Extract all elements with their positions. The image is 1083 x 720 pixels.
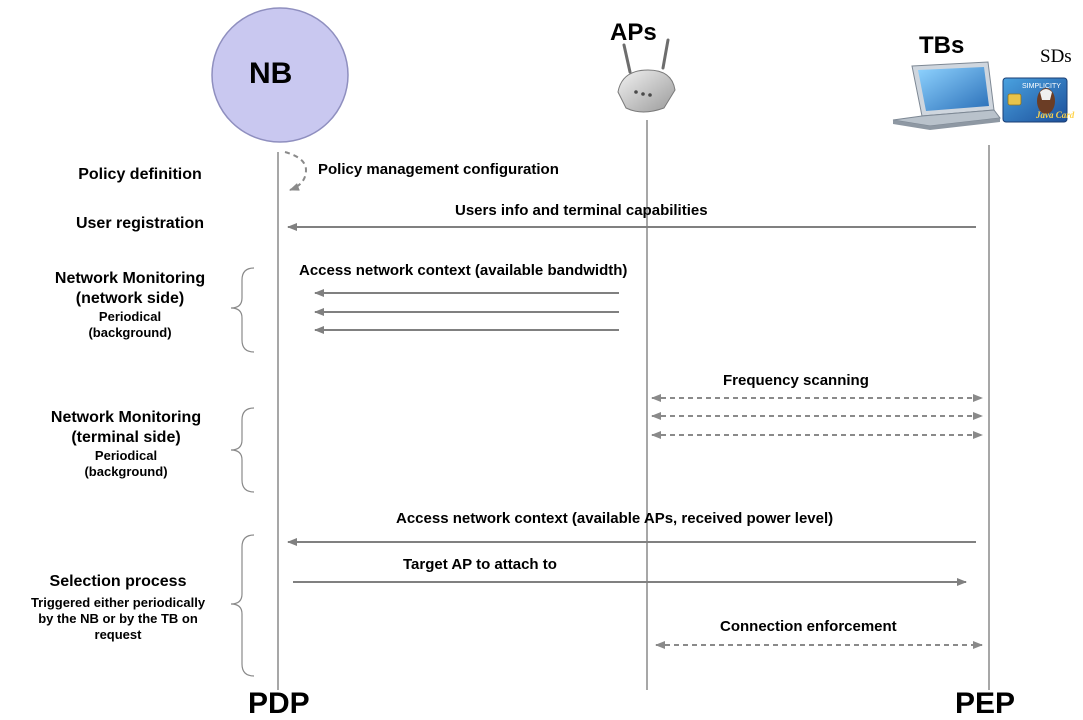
tbs-label: TBs [919, 32, 965, 59]
card-name-text: Java Card [1035, 110, 1075, 120]
msg-access-context-bandwidth: Access network context (available bandwi… [299, 262, 628, 279]
card-brand-text: SIMPLICITY [1022, 83, 1061, 90]
phase-user-registration: User registration [75, 215, 205, 232]
msg-users-info: Users info and terminal capabilities [455, 202, 708, 219]
brace-terminal-side [230, 407, 255, 493]
sds-label: SDs [1040, 46, 1072, 67]
phase-policy-definition: Policy definition [78, 166, 202, 183]
laptop-icon [892, 61, 1001, 130]
aps-label: APs [610, 19, 657, 46]
msg-target-ap: Target AP to attach to [403, 556, 557, 573]
msg-frequency-scanning: Frequency scanning [723, 372, 869, 389]
brace-network-side [230, 267, 255, 353]
policy-self-loop [284, 151, 308, 191]
brace-selection [230, 534, 255, 677]
phase-selection-process: Selection process Triggered either perio… [30, 573, 206, 642]
msg-policy-management: Policy management configuration [318, 161, 559, 178]
nb-label: NB [249, 57, 293, 90]
phase-network-monitoring-terminal: Network Monitoring (terminal side) Perio… [50, 409, 202, 479]
phase-network-monitoring-network: Network Monitoring (network side) Period… [54, 270, 206, 340]
pdp-label: PDP [248, 687, 310, 720]
java-card-icon: SIMPLICITY Java Card [1002, 77, 1075, 123]
pep-label: PEP [955, 687, 1016, 720]
nb-circle [211, 7, 349, 143]
access-point-icon [617, 38, 676, 113]
msg-access-context-aps: Access network context (available APs, r… [396, 510, 834, 527]
msg-connection-enforcement: Connection enforcement [720, 618, 897, 635]
